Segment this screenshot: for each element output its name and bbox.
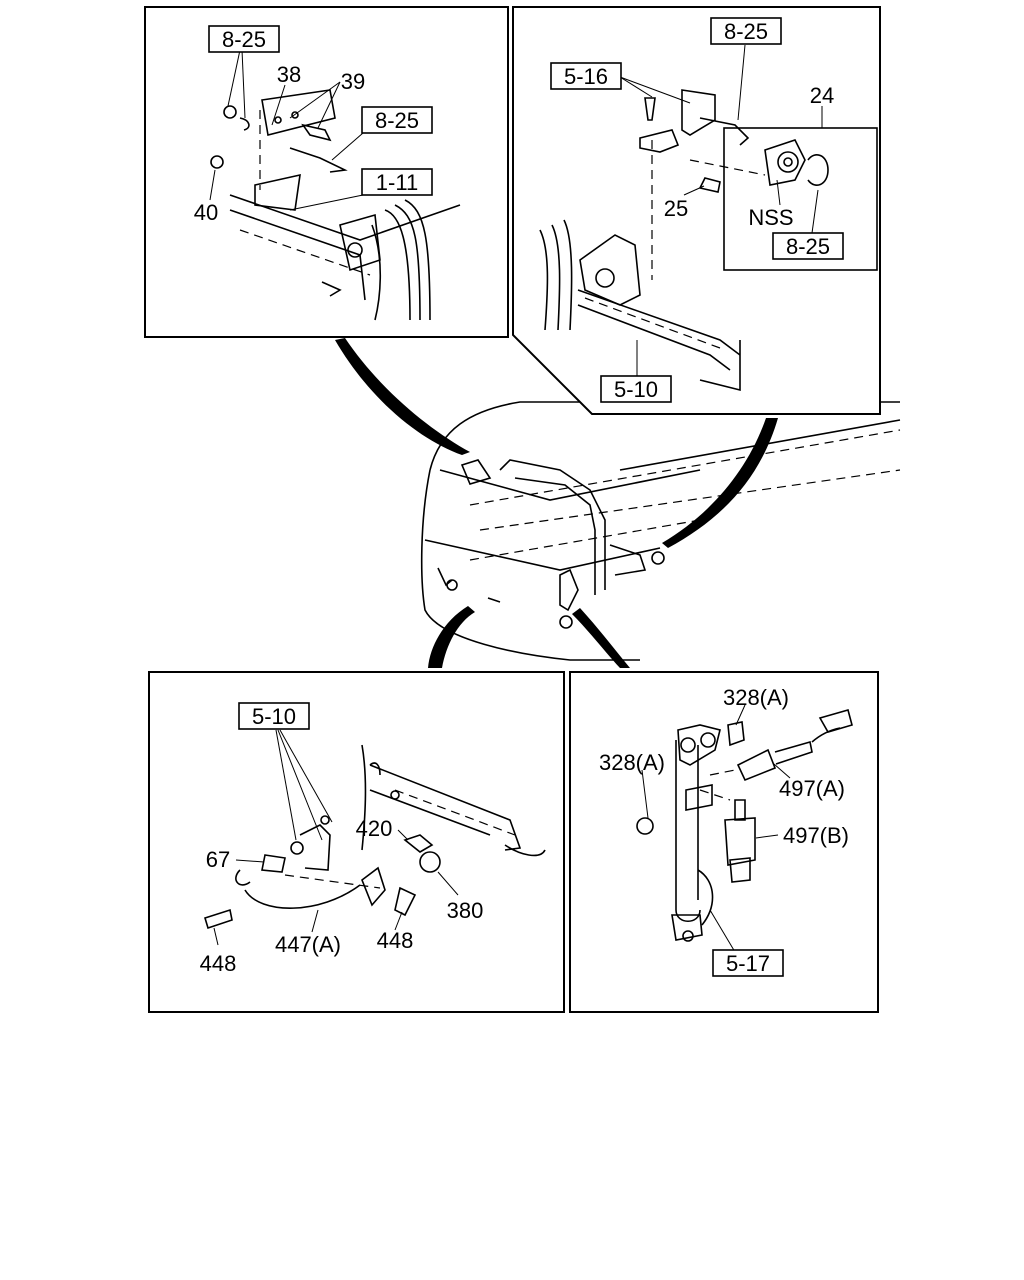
part-label-448-right: 448 [377, 928, 414, 953]
panel-top-left-frame [144, 6, 509, 338]
ref-box-tr-2 [550, 62, 622, 90]
panel-bottom-right-drawing [636, 709, 853, 942]
connector-arc-top-right [662, 418, 778, 548]
ref-label-tr-3: 8-25 [786, 234, 830, 259]
panel-bottom-left-frame [148, 671, 565, 1013]
ref-label-tr-4: 5-10 [614, 377, 658, 402]
ref-label-tl-2: 8-25 [375, 108, 419, 133]
panel-top-right-leaders [619, 44, 823, 376]
ref-box-tr-1 [710, 17, 782, 45]
ref-box-tr-4 [600, 375, 672, 403]
part-label-39: 39 [341, 69, 365, 94]
ref-label-tr-1: 8-25 [724, 19, 768, 44]
panel-top-left-drawing [210, 89, 461, 321]
panel-top-left-leaders [209, 49, 364, 211]
part-label-497a: 497(A) [779, 776, 845, 801]
part-label-24: 24 [810, 83, 834, 108]
part-label-25: 25 [664, 196, 688, 221]
connector-arc-bottom-right [572, 608, 630, 668]
part-label-67: 67 [206, 847, 230, 872]
ref-label-bl-1: 5-10 [252, 704, 296, 729]
panel-top-right-frame [512, 6, 881, 415]
part-label-nss: NSS [748, 205, 793, 230]
part-label-447a: 447(A) [275, 932, 341, 957]
ref-box-tl-3 [361, 168, 433, 196]
ref-box-tl-1 [208, 25, 280, 53]
part-label-40: 40 [194, 200, 218, 225]
panel-top-right-drawing [539, 89, 878, 392]
ref-box-br-1 [712, 949, 784, 977]
ref-box-bl-1 [238, 702, 310, 730]
part-label-328a-left: 328(A) [599, 750, 665, 775]
ref-label-br-1: 5-17 [726, 951, 770, 976]
part-label-448-left: 448 [200, 951, 237, 976]
panel-bottom-left-leaders [213, 729, 459, 946]
part-label-420: 420 [356, 816, 393, 841]
connector-arc-top-left [335, 338, 470, 455]
panel-bottom-left-drawing [204, 744, 546, 930]
ref-label-tl-1: 8-25 [222, 27, 266, 52]
part-label-497b: 497(B) [783, 823, 849, 848]
ref-box-tr-3 [772, 232, 844, 260]
ref-label-tr-2: 5-16 [564, 64, 608, 89]
ref-label-tl-3: 1-11 [376, 170, 418, 195]
part-label-328a-top: 328(A) [723, 685, 789, 710]
connector-arc-bottom-left [428, 606, 475, 668]
part-label-38: 38 [277, 62, 301, 87]
ref-box-tl-2 [361, 106, 433, 134]
part-label-380: 380 [447, 898, 484, 923]
vehicle-cab-illustration [420, 401, 901, 661]
panel-bottom-right-leaders [641, 704, 791, 953]
